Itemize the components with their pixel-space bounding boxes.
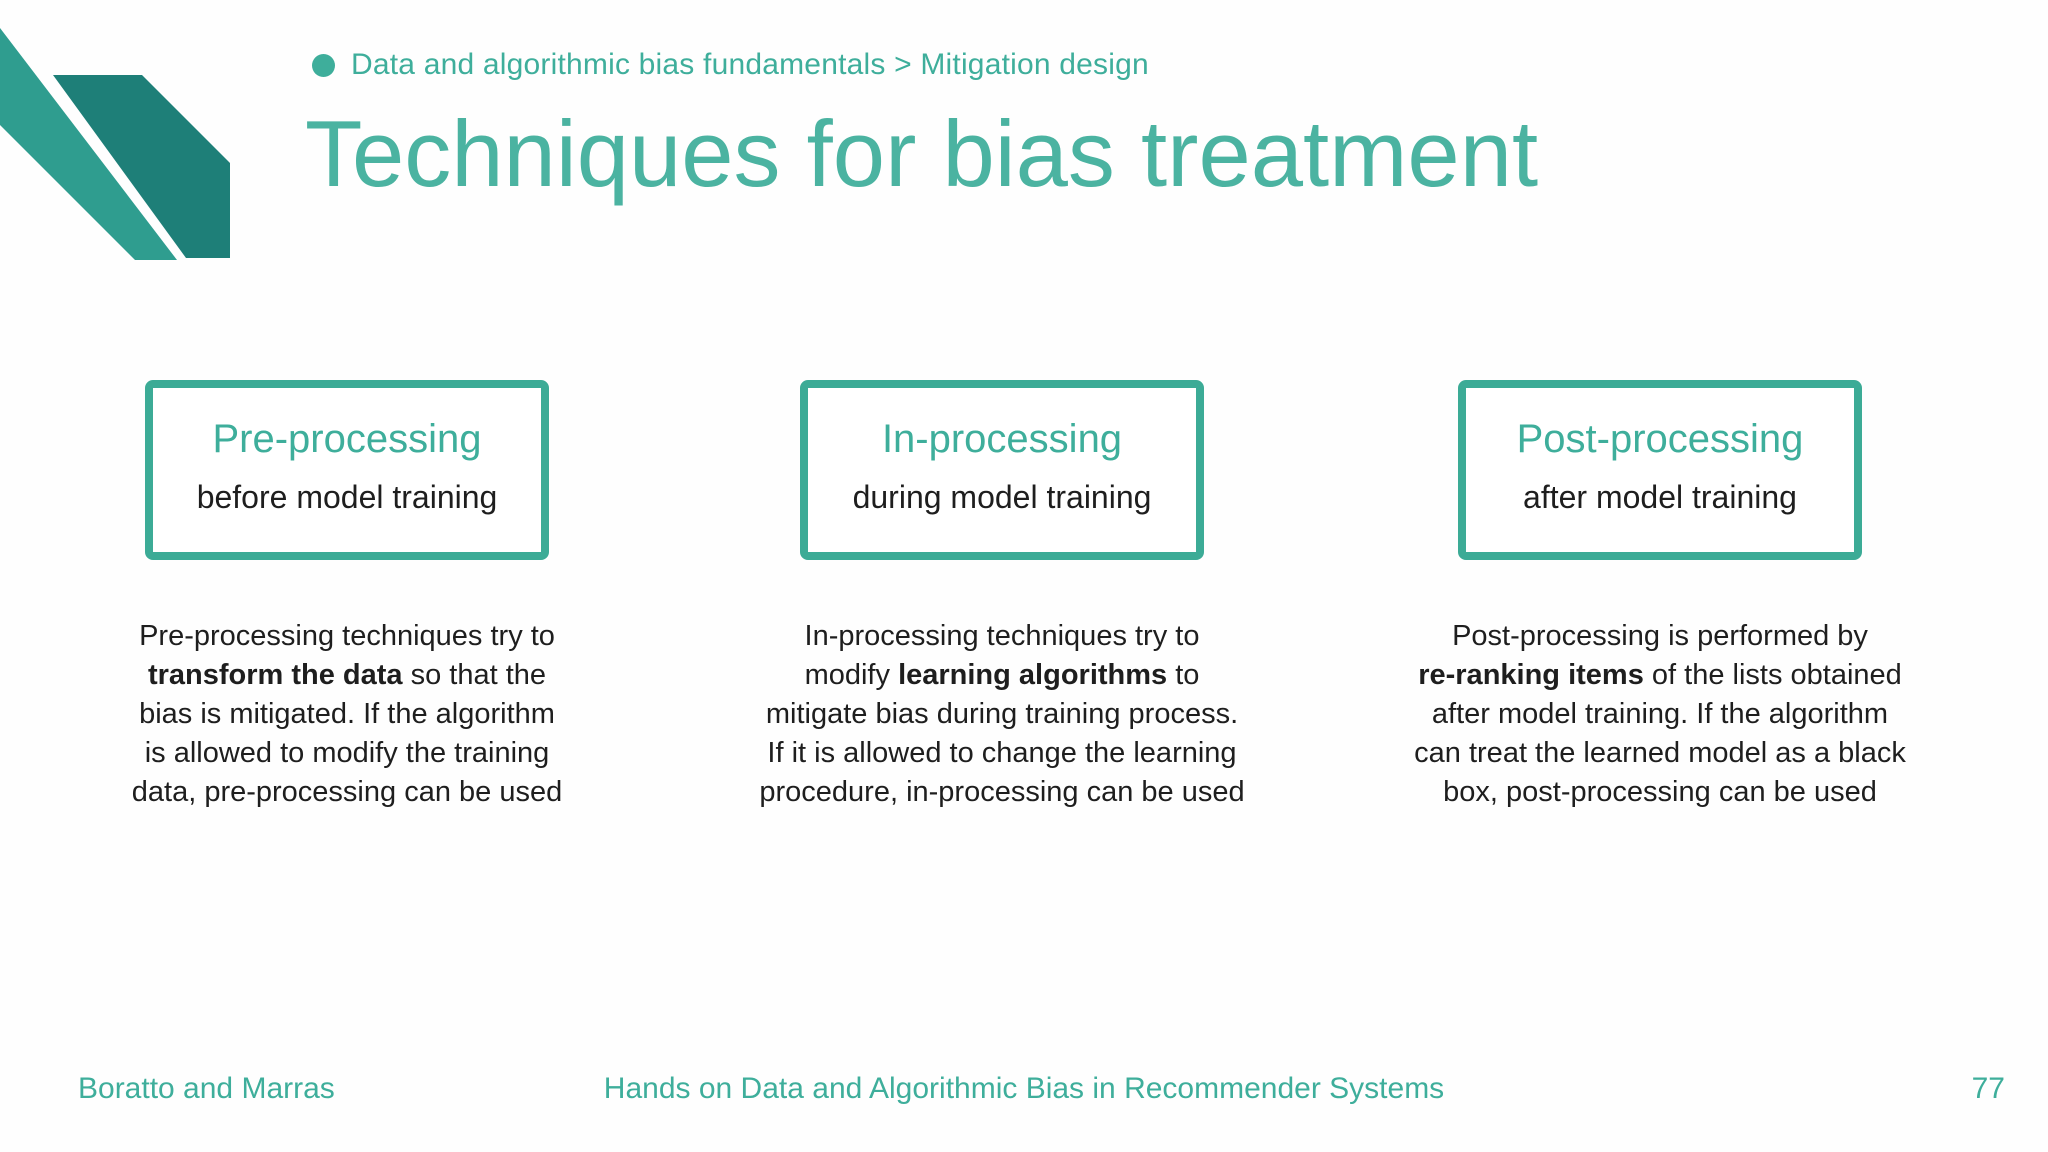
breadcrumb-text: Data and algorithmic bias fundamentals >… [351, 48, 1149, 81]
breadcrumb: Data and algorithmic bias fundamentals >… [312, 48, 1149, 82]
post-processing-subtitle: after model training [1523, 479, 1797, 515]
pre-processing-description: Pre-processing techniques try to transfo… [131, 620, 563, 808]
page-title: Techniques for bias treatment [305, 101, 1539, 206]
breadcrumb-dot-icon [312, 53, 335, 77]
footer-authors: Boratto and Marras [78, 1072, 335, 1105]
post-processing-box: Post-processing after model training [1458, 380, 1862, 560]
card-post-processing: Post-processing after model training Pos… [1380, 380, 1940, 812]
in-processing-box: In-processing during model training [800, 380, 1204, 560]
pre-processing-box: Pre-processing before model training [145, 380, 549, 560]
pre-processing-heading: Pre-processing [212, 417, 482, 461]
footer-deck-title: Hands on Data and Algorithmic Bias in Re… [603, 1072, 1445, 1105]
card-in-processing: In-processing during model training In-p… [722, 380, 1282, 812]
footer-page-number: 77 [1971, 1072, 2005, 1105]
in-processing-heading: In-processing [881, 417, 1123, 461]
pre-processing-subtitle: before model training [196, 479, 498, 515]
card-pre-processing: Pre-processing before model training Pre… [67, 380, 627, 812]
logo-ribbons-icon [0, 28, 230, 260]
in-processing-subtitle: during model training [852, 479, 1152, 515]
in-processing-description: In-processing techniques try to modify l… [759, 620, 1245, 808]
post-processing-heading: Post-processing [1516, 417, 1804, 461]
post-processing-description: Post-processing is performed by re-ranki… [1414, 620, 1906, 808]
